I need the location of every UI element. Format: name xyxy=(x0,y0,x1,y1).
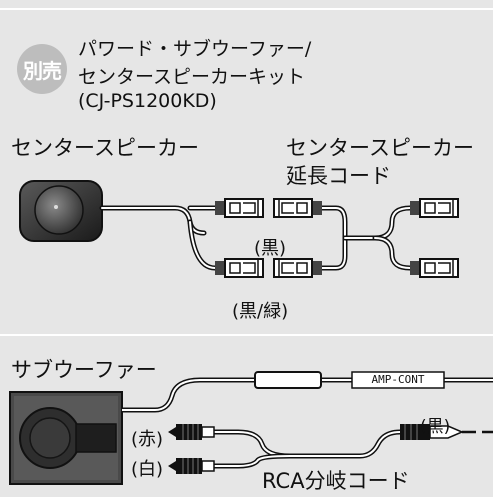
connector-plug xyxy=(214,258,264,278)
rca-black-label: (黒) xyxy=(420,417,451,437)
optional-badge: 別売 xyxy=(17,44,67,94)
rca-plug-red xyxy=(175,423,215,441)
amp-cont-cable xyxy=(122,371,493,413)
wire-color-black-label: (黒) xyxy=(254,238,287,259)
speaker-cables xyxy=(99,205,413,271)
amp-cont-label: AMP-CONT xyxy=(371,373,425,386)
kit-name-line2: センタースピーカーキット xyxy=(78,66,306,88)
extension-cord-label-line1: センタースピーカー xyxy=(286,136,474,160)
rca-red-label: (赤) xyxy=(131,429,164,450)
extension-cord-label-line2: 延長コード xyxy=(286,164,391,188)
rca-white-label: (白) xyxy=(131,459,164,480)
center-speaker-unit xyxy=(19,180,103,242)
rca-cables xyxy=(214,429,493,469)
extension-jack xyxy=(273,198,323,218)
kit-model: (CJ-PS1200KD) xyxy=(78,90,217,112)
wire-color-black-green-label: (黒/緑) xyxy=(232,301,289,322)
extension-plug xyxy=(409,198,459,218)
rca-splitter-label: RCA分岐コード xyxy=(262,469,410,493)
subwoofer-label: サブウーファー xyxy=(11,358,157,382)
top-divider xyxy=(0,8,493,10)
section-divider xyxy=(0,334,493,336)
extension-jack xyxy=(273,258,323,278)
connector-plug xyxy=(214,198,264,218)
subwoofer-unit xyxy=(9,391,123,485)
rca-jack-black xyxy=(400,424,464,440)
center-speaker-label: センタースピーカー xyxy=(11,136,199,160)
arrow-icon xyxy=(168,427,176,471)
kit-name-line1: パワード・サブウーファー/ xyxy=(78,38,312,60)
rca-plug-white xyxy=(175,457,215,475)
extension-plug xyxy=(409,258,459,278)
